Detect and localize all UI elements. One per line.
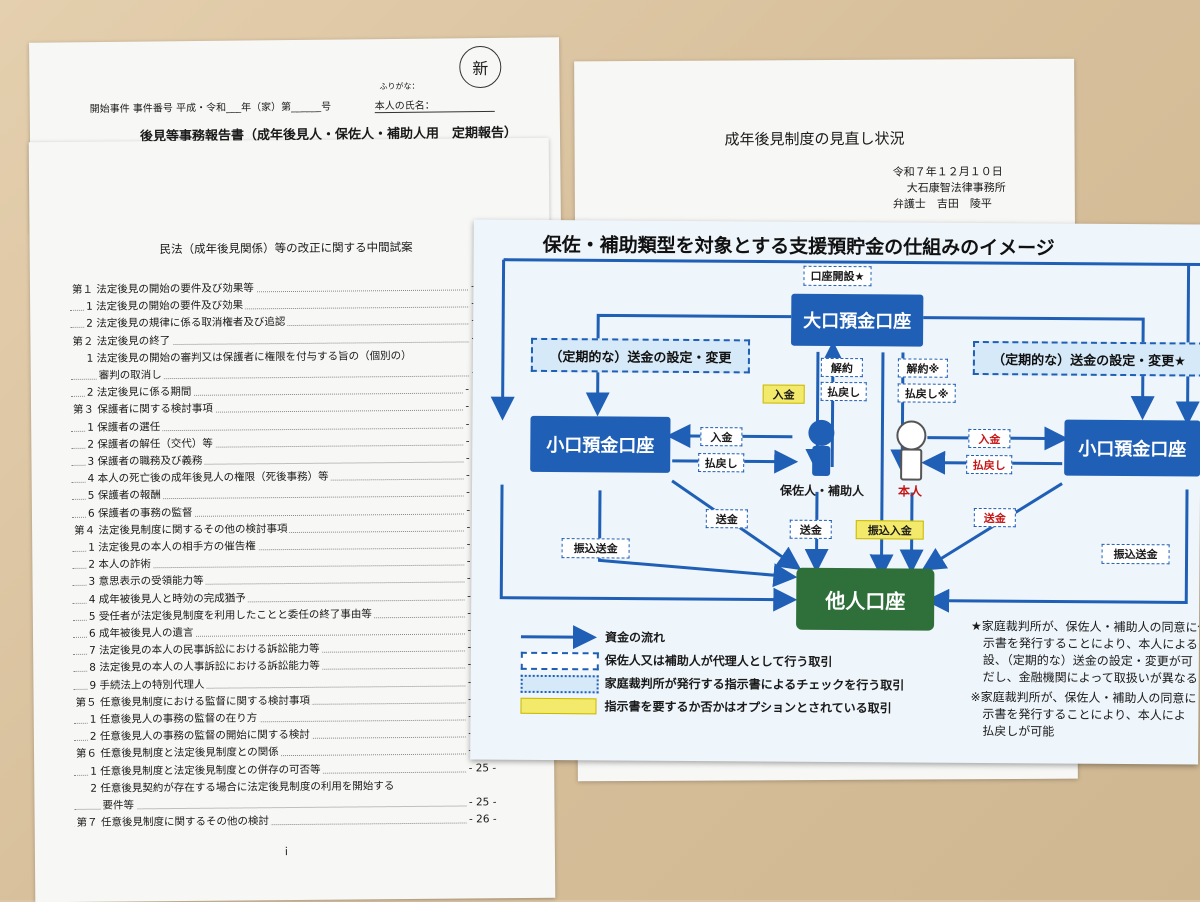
diagram-sheet: 保佐・補助類型を対象とする支援預貯金の仕組みのイメージ [470,219,1200,764]
toc-entry-text: 第２ 法定後見の終了 [70,333,172,351]
principal-label: 本人 [898,482,922,499]
toc-entry-text: 第３ 保護者に関する検討事項 [71,401,215,419]
frame-line [504,260,1200,265]
toc-entry-page: - 26 - [467,811,499,828]
withdraw-star-tag: 払戻し※ [898,383,956,402]
toc-entry-text: 要件等 [100,797,136,814]
toc-entry-text: 4 本人の死亡後の成年後見人の権限（死後事務）等 [86,469,331,488]
status-date: 令和７年１２月１０日 [893,163,1003,180]
toc-entry-text: 6 成年被後見人の遺言 [87,625,196,643]
small-account-left: 小口預金口座 [530,416,670,473]
legend-swatch-dashed [521,652,599,671]
note-kome-3: 払戻しが可能 [982,723,1054,741]
remit-supporter-tag: 送金 [790,520,832,539]
setting-left-box: （定期的な）送金の設定・変更 [531,338,750,374]
withdraw-tag: 払戻し [821,382,867,401]
note-star-2: 示書を発行することにより、本人による [983,635,1198,654]
flow-arrow [599,490,792,576]
withdraw-right-tag: 払戻し [966,455,1012,474]
toc-entry-text: 1 保護者の選任 [85,419,162,437]
status-lawyer: 弁護士 吉田 陵平 [893,195,992,212]
transfer-deposit-tag: 振込入金 [856,520,924,539]
case-number-line: 開始事件 事件番号 平成・令和___年（家）第______号 [90,98,332,116]
deposit-left-tag: 入金 [700,427,742,446]
deposit-yellow-tag: 入金 [763,384,805,403]
toc-entry-text: 5 保護者の報酬 [86,488,163,506]
note-kome-2: 示書を発行することにより、本人によ [982,706,1185,724]
toc-entry-text: 7 法定後見の本人の民事訴訟における訴訟能力等 [87,641,322,660]
legend-swatch-yellow [520,698,596,715]
small-account-right: 小口預金口座 [1064,420,1200,477]
toc-entry-text: 2 任意後見契約が存在する場合に法定後見制度の利用を開始する [88,778,396,798]
toc-entry-text: 第１ 法定後見の開始の要件及び効果等 [70,280,256,299]
cancel-star-tag: 解約※ [898,358,948,377]
stamp-circle: 新 [459,46,501,88]
status-title: 成年後見制度の見直し状況 [724,128,904,150]
toc-entry-text: 1 任意後見制度と法定後見制度との併存の可否等 [88,761,323,780]
transfer-remit-left-tag: 振込送金 [562,538,630,558]
other-account-box: 他人口座 [796,568,934,631]
transfer-remit-right-tag: 振込送金 [1102,544,1170,564]
supporter-label: 保佐人・補助人 [780,482,864,500]
toc-entry-text: 第４ 法定後見制度に関するその他の検討事項 [72,521,289,540]
toc-entry-text: 1 任意後見人の事務の監督の在り方 [88,710,260,728]
toc-entry-text: 4 成年被後見人と時効の完成猶予 [87,590,248,608]
frame-line [501,485,792,600]
toc-entry-text: 9 手続法上の特別代理人 [87,676,206,694]
toc-entry-page: - 25 - [467,794,499,811]
toc-entry-text: 2 本人の詐術 [86,556,153,574]
legend-flow: 資金の流れ [605,628,665,645]
toc-title: 民法（成年後見関係）等の改正に関する中間試案 [160,239,413,257]
supporter-body [812,446,830,476]
note-star-1: ★家庭裁判所が、保佐人・補助人の同意に代 [971,618,1200,637]
withdraw-left-tag: 払戻し [698,453,744,472]
toc-entry-text: 3 保護者の職務及び義務 [85,453,204,471]
toc-entry-text: 第６ 任意後見制度と法定後見制度との関係 [74,744,281,763]
legend-proxy: 保佐人又は補助人が代理人として行う取引 [605,651,833,670]
toc-entry-page: - 25 - [466,760,498,777]
big-account-box: 大口預金口座 [791,294,923,347]
setting-right-box: （定期的な）送金の設定・変更★ [973,341,1200,377]
toc-entry: 第７ 任意後見制度に関するその他の検討 - 26 - [75,811,505,832]
legend-swatch-court [521,675,599,694]
note-kome-1: ※家庭裁判所が、保佐人・補助人の同意に [971,689,1197,708]
toc-entry-text: 3 意思表示の受領能力等 [86,573,205,591]
status-office: 大石康智法律事務所 [907,179,1006,196]
frame-line [503,260,504,415]
remit-left-tag: 送金 [706,509,748,528]
remit-right-tag: 送金 [974,508,1016,527]
note-star-4: だし、金融機関によって取扱いが異なる [983,669,1198,688]
legend-optional: 指示書を要するか否かはオプションとされている取引 [604,697,891,716]
furigana-label: ふりがな： [379,81,419,92]
toc-entry-text: 2 保護者の解任（交代）等 [85,435,215,453]
toc-entry-text: 1 法定後見の開始の要件及び効果 [84,298,245,316]
toc-entry-text: 1 法定後見の開始の審判又は保護者に権限を付与する旨の（個別の） [85,348,414,368]
toc-entry-text: 1 法定後見の本人の相手方の催告権 [86,538,258,556]
deposit-right-tag: 入金 [968,429,1010,448]
page-number: i [285,845,288,858]
principal-name-label: 本人の氏名： [375,96,495,113]
toc-entry-text: 2 法定後見に係る期間 [85,384,194,402]
toc-entry-text: 8 法定後見の本人の人事訴訟における訴訟能力等 [87,658,322,677]
principal-figure [896,420,926,450]
open-account-tag: 口座開設★ [803,266,871,286]
principal-body [900,448,922,480]
toc-entry-text: 審判の取消し [97,367,164,385]
note-star-3: 設、（定期的な）送金の設定・変更が可 [983,652,1193,670]
cancel-tag: 解約 [821,358,863,377]
toc-entry-text: 6 保護者の事務の監督 [86,504,195,522]
legend-court: 家庭裁判所が発行する指示書によるチェックを行う取引 [605,674,905,693]
toc-entry-text: 2 法定後見の規律に係る取消権者及び追認 [84,314,287,333]
toc-entry-text: 2 任意後見人の事務の監督の開始に関する検討 [88,727,312,746]
supporter-figure [808,420,834,446]
toc-entry-text: 第５ 任意後見制度における監督に関する検討事項 [74,693,312,712]
toc-entry-text: 第７ 任意後見制度に関するその他の検討 [75,813,271,832]
toc-entry-text: 5 受任者が法定後見制度を利用したことと委任の終了事由等 [87,606,374,626]
toc-list: 第１ 法定後見の開始の要件及び効果等- 1 -1 法定後見の開始の要件及び効果-… [70,278,505,822]
